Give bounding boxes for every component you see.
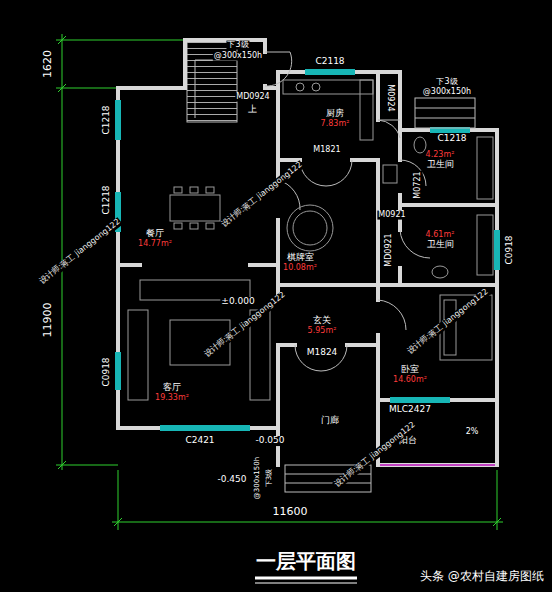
room-label: 客厅19.33m² xyxy=(154,382,190,402)
room-label: 4.23m²卫生间 xyxy=(425,150,456,170)
door-code: MD0921 xyxy=(385,232,394,267)
step-note: @300x150h xyxy=(422,88,472,97)
window-code: C2421 xyxy=(184,436,215,446)
step-note: @300x150h xyxy=(254,456,262,500)
platform-caption: 头条 @农村自建房图纸 xyxy=(420,568,544,585)
title-underline xyxy=(255,577,357,580)
room-label: 棋牌室10.08m² xyxy=(282,252,318,272)
room-label: 玄关5.95m² xyxy=(307,315,338,335)
step-note: 下3级 xyxy=(226,41,249,50)
room-name: 客厅 xyxy=(162,382,182,392)
title-underline xyxy=(255,583,357,584)
room-area: 14.77m² xyxy=(137,239,173,248)
window-code: C2118 xyxy=(314,57,345,67)
room-name: 餐厅 xyxy=(145,228,165,238)
step-note: 下3级 xyxy=(266,468,274,488)
room-area: 19.33m² xyxy=(154,393,190,402)
window-code: C1218 xyxy=(436,134,467,144)
door-code: M0924 xyxy=(386,83,395,112)
room-name: 卧室 xyxy=(400,364,420,374)
door-code: MLC2427 xyxy=(388,405,432,415)
elevation: ±0.000 xyxy=(220,297,255,307)
door-code: M1824 xyxy=(306,348,339,358)
door-code: M0921 xyxy=(377,211,406,220)
stair-direction: 上 xyxy=(247,105,258,115)
walls xyxy=(118,40,497,465)
room-name: 卫生间 xyxy=(426,159,455,169)
door-code: MD0924 xyxy=(235,93,270,102)
watermark: 设计师:蒋工 jianggong122 xyxy=(405,287,491,357)
slope: 2% xyxy=(465,428,480,437)
elevation: -0.050 xyxy=(254,436,285,446)
window-code: C0918 xyxy=(102,356,112,387)
dimension: 1620 xyxy=(42,49,54,79)
doors xyxy=(265,52,430,371)
dimension: 11600 xyxy=(272,506,309,518)
elevation: -0.450 xyxy=(216,475,247,485)
room-area: 14.60m² xyxy=(392,375,428,384)
door-code: M1821 xyxy=(312,146,341,155)
room-label: 4.61m²卫生间 xyxy=(425,230,456,250)
room-name: 卫生间 xyxy=(426,239,455,249)
room-area: 10.08m² xyxy=(282,263,318,272)
room-name: 玄关 xyxy=(312,315,332,325)
windows xyxy=(115,69,500,431)
watermark: 设计师:蒋工 jianggong122 xyxy=(219,160,305,230)
furniture xyxy=(128,80,493,400)
room-name: 厨房 xyxy=(325,108,345,118)
room-area: 5.95m² xyxy=(307,326,338,335)
room-label: 厨房7.83m² xyxy=(320,108,351,128)
door-code: M0721 xyxy=(414,170,423,199)
room-label: 餐厅14.77m² xyxy=(137,228,173,248)
balcony-rail xyxy=(380,464,495,466)
window-code: C0918 xyxy=(505,234,515,265)
room-label: 卧室14.60m² xyxy=(392,364,428,384)
room-area: 4.23m² xyxy=(425,150,456,159)
room-name: 门廊 xyxy=(320,415,340,425)
step-note: @300x150h xyxy=(213,52,263,61)
watermark: 设计师:蒋工 jianggong122 xyxy=(332,420,418,490)
room-area: 7.83m² xyxy=(320,119,351,128)
room-label: 门廊 xyxy=(320,415,340,425)
step-note: 下3级 xyxy=(435,78,458,87)
dimension-lines xyxy=(56,34,503,530)
dimension: 11900 xyxy=(42,302,54,339)
room-area: 4.61m² xyxy=(425,230,456,239)
window-code: C1218 xyxy=(102,184,112,215)
plan-title: 一层平面图 xyxy=(256,548,356,575)
window-code: C1218 xyxy=(102,104,112,135)
watermark: 设计师:蒋工 jianggong122 xyxy=(37,217,123,287)
room-name: 棋牌室 xyxy=(286,252,315,262)
